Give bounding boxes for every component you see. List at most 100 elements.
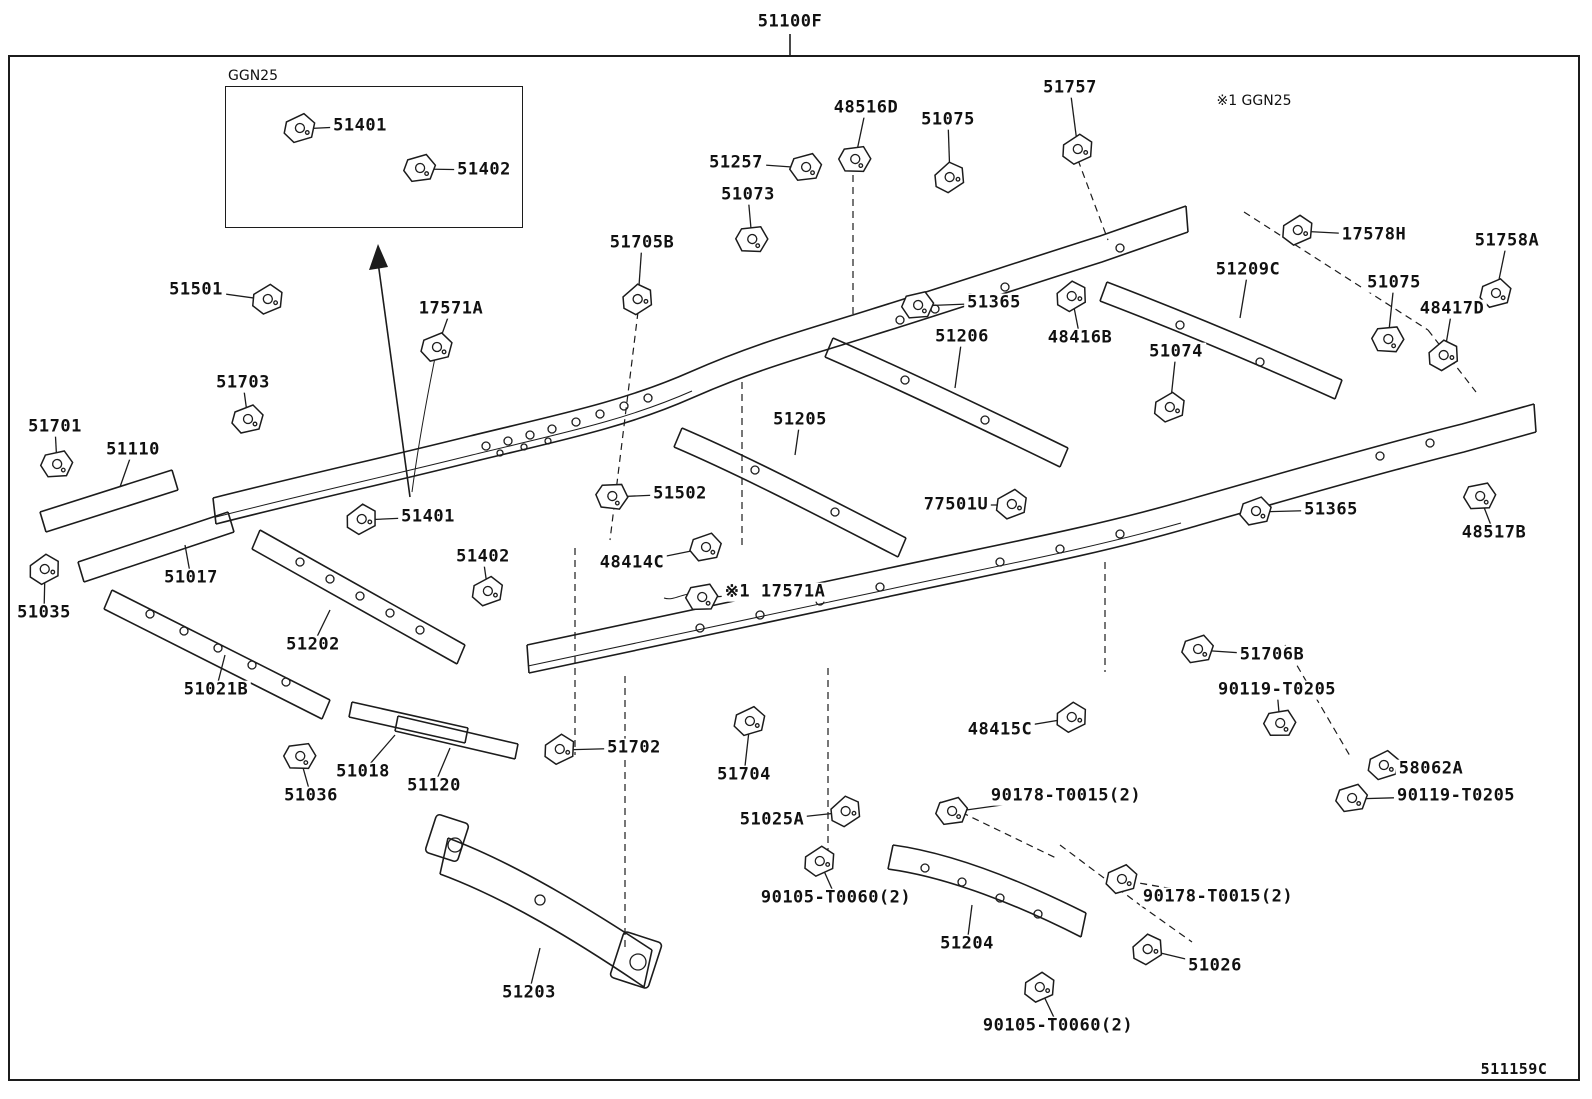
part-glyph [684, 583, 719, 611]
part-label-51021b: 51021B [180, 680, 252, 700]
part-glyph [900, 290, 935, 319]
part-glyph [1282, 214, 1313, 246]
diagram-border [8, 55, 1580, 1081]
part-label-90105-t0060-a: 90105-T0060(2) [757, 888, 915, 908]
part-glyph [1105, 863, 1138, 895]
part-label-17571a-a: 17571A [415, 299, 487, 319]
part-glyph [39, 450, 74, 478]
part-label-51075-a: 51075 [918, 110, 978, 130]
part-label-51702: 51702 [604, 738, 664, 758]
part-label-90119-t0205-b: 90119-T0205 [1393, 786, 1519, 806]
part-glyph [402, 153, 437, 183]
part-label-51501: 51501 [166, 280, 226, 300]
part-label-51365-a: 51365 [964, 293, 1024, 313]
part-label-51120: 51120 [404, 776, 464, 796]
part-label-51402-inset: 51402 [454, 160, 514, 180]
part-label-51204: 51204 [937, 934, 997, 954]
part-label-51073: 51073 [718, 185, 778, 205]
part-label-51203: 51203 [499, 983, 559, 1003]
part-glyph [283, 112, 316, 144]
part-label-51401-inset: 51401 [330, 116, 390, 136]
part-glyph [1181, 634, 1215, 664]
note-ggn25: ※1 GGN25 [1213, 93, 1295, 109]
construction-dashed-lines [574, 159, 1477, 948]
drawing-number: 511159C [1477, 1060, 1551, 1078]
part-label-90105-t0060-b: 90105-T0060(2) [979, 1016, 1137, 1036]
inset-box [225, 86, 523, 228]
part-label-51401-b: 51401 [398, 507, 458, 527]
part-label-51075-b: 51075 [1364, 273, 1424, 293]
part-label-51502: 51502 [650, 484, 710, 504]
part-label-51704: 51704 [714, 765, 774, 785]
part-label-51757: 51757 [1040, 78, 1100, 98]
part-glyph [29, 553, 59, 586]
part-glyph [622, 283, 653, 316]
part-glyph [1367, 749, 1400, 781]
part-glyph [837, 145, 872, 173]
part-label-51018: 51018 [333, 762, 393, 782]
part-glyph [1262, 709, 1297, 737]
part-glyph [934, 161, 965, 194]
rail-lightening-holes [145, 243, 1435, 971]
part-label-51025a: 51025A [736, 810, 808, 830]
part-label-48416b: 48416B [1044, 328, 1116, 348]
part-glyph [471, 575, 504, 607]
leaders-and-part-glyphs [29, 87, 1512, 1027]
part-label-51202: 51202 [283, 635, 343, 655]
part-label-90119-t0205-a: 90119-T0205 [1214, 680, 1340, 700]
part-label-48517b: 48517B [1458, 523, 1530, 543]
part-glyph [282, 742, 317, 770]
inset-model-code: GGN25 [225, 68, 281, 84]
part-label-48516d: 48516D [830, 98, 902, 118]
part-glyph [830, 795, 861, 828]
part-glyph [1239, 496, 1272, 526]
part-label-51205: 51205 [770, 410, 830, 430]
part-label-90178-t0015-a: 90178-T0015(2) [987, 786, 1145, 806]
part-label-51074: 51074 [1146, 342, 1206, 362]
part-label-51257: 51257 [706, 153, 766, 173]
part-label-51026: 51026 [1185, 956, 1245, 976]
part-label-48414c: 48414C [596, 553, 668, 573]
part-glyph [1153, 391, 1185, 423]
part-glyph [1370, 326, 1405, 353]
part-glyph [995, 488, 1027, 520]
part-label-48417d: 48417D [1416, 299, 1488, 319]
part-glyph [544, 733, 575, 766]
part-label-51206: 51206 [932, 327, 992, 347]
part-glyph [1056, 280, 1087, 313]
part-glyph [934, 796, 969, 826]
part-label-51365-b: 51365 [1301, 500, 1361, 520]
part-glyph [1024, 971, 1055, 1003]
part-label-51705b: 51705B [606, 233, 678, 253]
main-part-label: 51100F [754, 12, 826, 32]
part-glyph [788, 152, 823, 181]
part-label-17571a-b: ※1 17571A [721, 582, 829, 602]
part-label-51402-b: 51402 [453, 547, 513, 567]
part-label-51036: 51036 [281, 786, 341, 806]
part-glyph [1056, 701, 1087, 734]
part-label-51035: 51035 [14, 603, 74, 623]
part-glyph [251, 283, 283, 315]
part-label-51703: 51703 [213, 373, 273, 393]
part-label-51017: 51017 [161, 568, 221, 588]
frame-linework [39, 34, 1537, 989]
part-label-17578h: 17578H [1338, 225, 1410, 245]
part-label-51701: 51701 [25, 417, 85, 437]
part-glyph [1462, 482, 1497, 510]
part-glyph [1132, 933, 1163, 966]
part-label-51706b: 51706B [1236, 645, 1308, 665]
part-glyph [689, 532, 723, 562]
part-glyph [1334, 783, 1369, 813]
part-label-51209c: 51209C [1212, 260, 1284, 280]
part-glyph [595, 483, 629, 510]
part-glyph [1062, 133, 1093, 166]
part-glyph [804, 845, 835, 878]
part-glyph [1428, 339, 1459, 372]
part-label-48415c: 48415C [964, 720, 1036, 740]
part-label-58062a: 58062A [1395, 759, 1467, 779]
part-label-51758a: 51758A [1471, 231, 1543, 251]
part-label-51110: 51110 [103, 440, 163, 460]
